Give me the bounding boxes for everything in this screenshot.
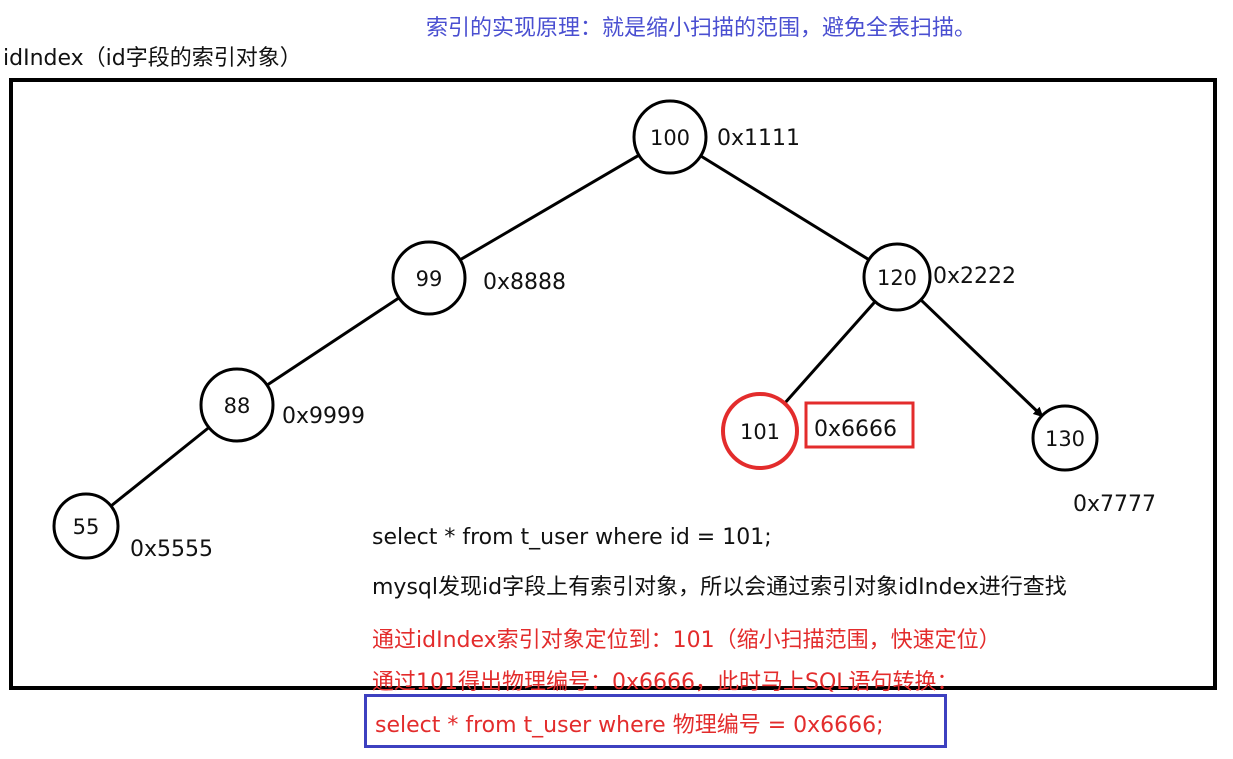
tree-node-55 xyxy=(52,492,120,560)
explanation-line-2: 通过idIndex索引对象定位到：101（缩小扫描范围，快速定位） xyxy=(372,628,1001,653)
node-key-99: 99 xyxy=(416,267,443,291)
page-heading: 索引的实现原理：就是缩小扫描的范围，避免全表扫描。 xyxy=(426,16,977,41)
node-address-99: 0x8888 xyxy=(483,270,566,295)
query-text: select * from t_user where id = 101; xyxy=(372,525,772,550)
node-key-100: 100 xyxy=(650,126,690,150)
node-address-88: 0x9999 xyxy=(282,404,365,429)
tree-node-101 xyxy=(721,392,799,470)
node-address-101: 0x6666 xyxy=(814,417,897,442)
edge-100-99 xyxy=(459,153,640,262)
edge-88-55 xyxy=(110,426,210,508)
final-sql-box xyxy=(364,694,947,748)
address-highlight-box xyxy=(804,401,915,449)
tree-node-88 xyxy=(199,367,275,443)
node-key-101: 101 xyxy=(740,420,780,444)
node-key-88: 88 xyxy=(224,394,251,418)
edge-100-120 xyxy=(699,154,870,261)
tree-node-120 xyxy=(862,242,932,312)
tree-nodes: 100 0x1111 99 0x8888 120 0x2222 88 0x9999 101 0x6… xyxy=(52,99,1156,562)
final-sql-text: select * from t_user where 物理编号 = 0x6666… xyxy=(375,713,884,738)
edge-99-88 xyxy=(266,296,400,387)
node-address-100: 0x1111 xyxy=(717,126,800,151)
diagram-frame xyxy=(9,78,1217,690)
explanation-line-3: 通过101得出物理编号：0x6666，此时马上SQL语句转换： xyxy=(372,670,959,695)
node-address-130: 0x7777 xyxy=(1073,492,1156,517)
tree-node-100 xyxy=(632,99,708,175)
edge-120-130 xyxy=(919,298,1044,418)
node-address-55: 0x5555 xyxy=(130,537,213,562)
node-key-120: 120 xyxy=(877,266,917,290)
node-key-55: 55 xyxy=(73,515,100,539)
explanation-line-1: mysql发现id字段上有索引对象，所以会通过索引对象idIndex进行查找 xyxy=(372,575,1067,600)
tree-edges xyxy=(110,153,1044,508)
node-address-120: 0x2222 xyxy=(933,264,1016,289)
tree-node-130 xyxy=(1031,404,1099,472)
index-title: idIndex（id字段的索引对象） xyxy=(3,46,302,71)
edge-120-101 xyxy=(783,300,877,405)
node-key-130: 130 xyxy=(1045,427,1085,451)
tree-node-99 xyxy=(391,240,467,316)
